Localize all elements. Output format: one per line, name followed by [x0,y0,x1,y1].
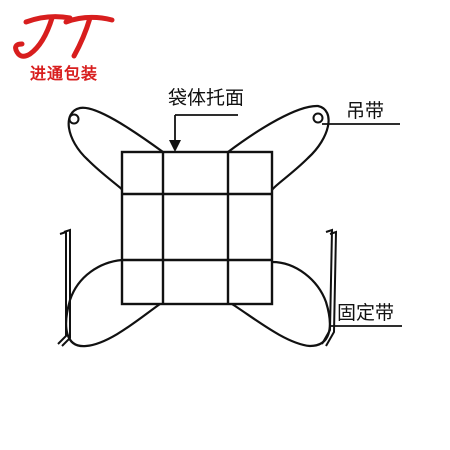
tray-surface-arrow-head [169,140,181,152]
label-lifting-strap: 吊带 [346,100,384,122]
lifting-strap-loop-top-right [227,104,330,191]
jt-logo-mark [13,14,115,59]
company-name: 进通包装 [29,64,98,83]
strap-ring-right [312,112,324,124]
tray-grid-outline [120,150,274,306]
company-logo [8,8,118,93]
strap-ring-left [68,113,80,125]
label-fixing-strap: 固定带 [337,302,394,324]
label-tray-surface: 袋体托面 [168,87,244,109]
lifting-strap-loop-top-left [67,106,164,191]
fixing-strap-loop-bottom-left [65,258,161,348]
fixing-strap-right [321,228,334,345]
